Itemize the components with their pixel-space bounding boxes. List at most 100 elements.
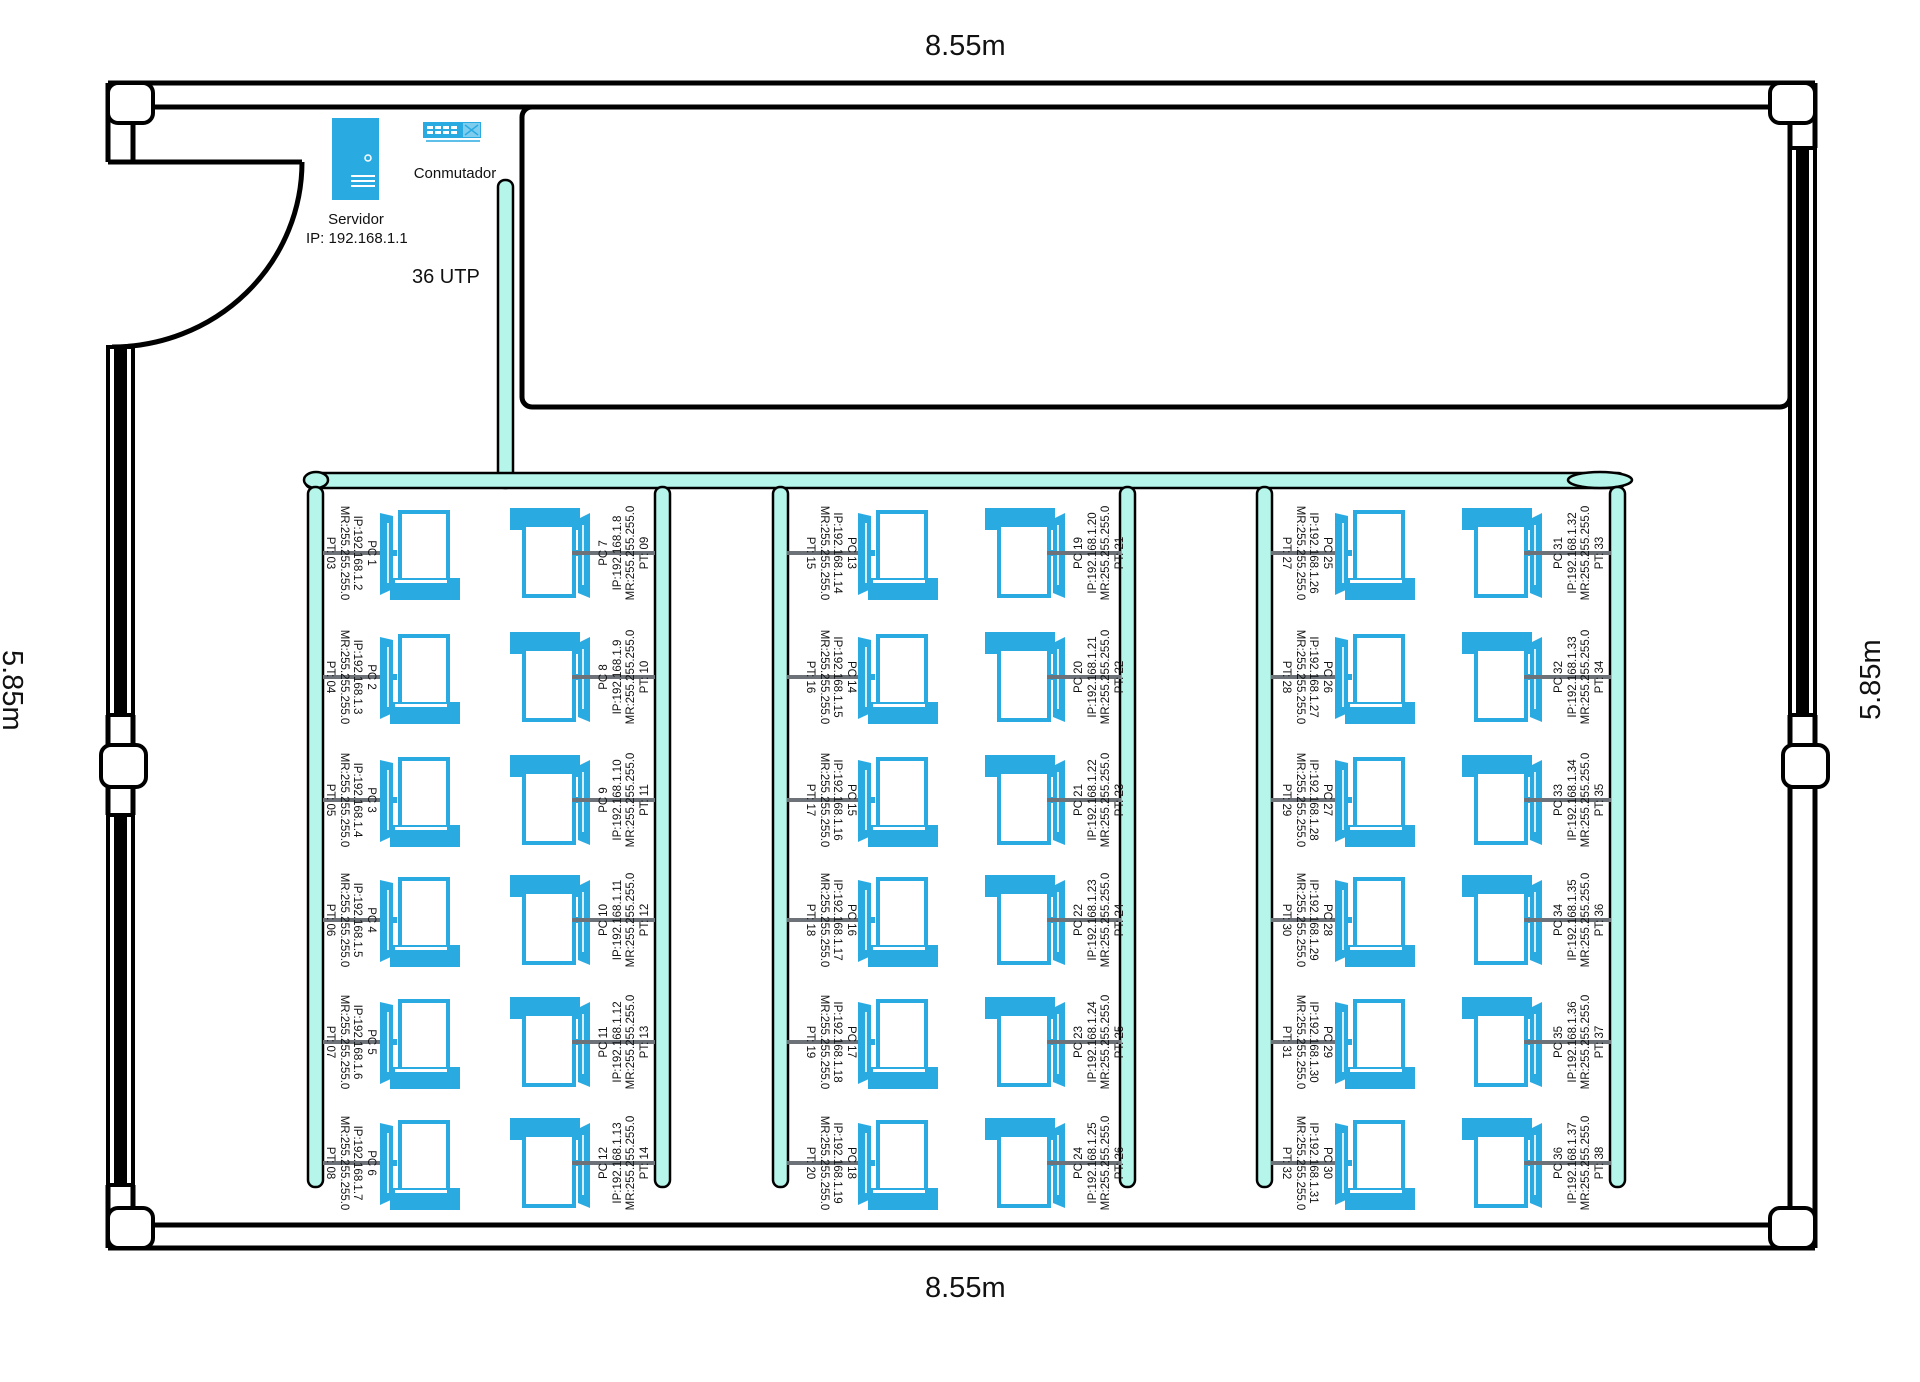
pc-ip: IP:192.168.1.2 — [351, 515, 364, 591]
computer-icon[interactable] — [985, 997, 1065, 1087]
computer-icon[interactable] — [1462, 997, 1542, 1087]
pc-name: PC 10 — [598, 904, 610, 936]
pc-name: PC 24 — [1073, 1147, 1085, 1179]
pc-name: PC 1 — [365, 540, 377, 566]
computer-icon[interactable] — [985, 632, 1065, 722]
workstations — [323, 508, 1611, 1210]
computer-icon[interactable] — [985, 875, 1065, 965]
pc-mask: MR:255.255.255.0 — [1580, 629, 1592, 725]
computer-icon[interactable] — [1335, 999, 1415, 1089]
computer-icon[interactable] — [985, 755, 1065, 845]
computer-icon[interactable] — [858, 999, 938, 1089]
computer-icon[interactable] — [985, 508, 1065, 598]
pc-name: PC 27 — [1321, 784, 1333, 816]
computer-icon[interactable] — [510, 875, 590, 965]
computer-icon[interactable] — [510, 755, 590, 845]
computer-icon[interactable] — [1462, 508, 1542, 598]
pc-ip: IP:192.168.1.23 — [1086, 879, 1099, 961]
pc-name: PC 14 — [845, 661, 857, 693]
computer-icon[interactable] — [1335, 757, 1415, 847]
column-top-right — [1768, 81, 1817, 125]
computer-icon[interactable] — [985, 1118, 1065, 1208]
pc-ip: IP:192.168.1.8 — [611, 515, 624, 591]
server-name: Servidor — [328, 211, 384, 228]
pc-port: PT: 07 — [324, 1025, 337, 1059]
computer-icon[interactable] — [510, 1118, 590, 1208]
computer-icon[interactable] — [1462, 755, 1542, 845]
computer-icon[interactable] — [858, 510, 938, 600]
door-swing — [111, 161, 305, 350]
pc-name: PC 13 — [845, 537, 857, 569]
computer-icon[interactable] — [510, 632, 590, 722]
pc-port: PT: 23 — [1113, 783, 1126, 817]
pc-port: PT: 10 — [638, 660, 651, 694]
pc-port: PT: 09 — [638, 536, 651, 570]
pc-name: PC 8 — [598, 664, 610, 690]
computer-icon[interactable] — [380, 634, 460, 724]
computer-icon[interactable] — [380, 510, 460, 600]
pc-mask: MR:255.255.255.0 — [818, 629, 830, 725]
computer-icon[interactable] — [380, 877, 460, 967]
computer-icon[interactable] — [510, 508, 590, 598]
window-right — [1788, 146, 1817, 717]
computer-icon[interactable] — [858, 877, 938, 967]
pc-ip: IP:192.168.1.19 — [831, 1122, 844, 1204]
pc-mask: MR:255.255.255.0 — [338, 752, 350, 848]
column-right-mid — [1781, 743, 1830, 789]
computer-icon[interactable] — [380, 757, 460, 847]
switch-label: Conmutador — [413, 165, 497, 182]
pc-ip: IP:192.168.1.21 — [1086, 636, 1099, 718]
pc-port: PT: 03 — [324, 536, 337, 570]
pc-mask: MR:255.255.255.0 — [1294, 629, 1306, 725]
pc-port: PT: 06 — [324, 903, 337, 937]
computer-icon[interactable] — [380, 999, 460, 1089]
pc-mask: MR:255.255.255.0 — [625, 505, 637, 601]
pc-mask: MR:255.255.255.0 — [625, 994, 637, 1090]
computer-icon[interactable] — [1335, 634, 1415, 724]
server-ip: IP: 192.168.1.1 — [306, 230, 408, 247]
pc-port: PT: 36 — [1593, 903, 1606, 937]
computer-icon[interactable] — [858, 1120, 938, 1210]
server-icon[interactable] — [332, 118, 379, 200]
switch-icon[interactable] — [423, 122, 481, 142]
computer-icon[interactable] — [1462, 632, 1542, 722]
pc-ip: IP:192.168.1.5 — [351, 882, 364, 958]
pc-mask: MR:255.255.255.0 — [1100, 994, 1112, 1090]
pc-ip: IP:192.168.1.3 — [351, 639, 364, 715]
pc-port: PT: 19 — [804, 1025, 817, 1059]
pc-ip: IP:192.168.1.35 — [1566, 879, 1579, 961]
pc-port: PT: 15 — [804, 536, 817, 570]
pc-name: PC 7 — [598, 540, 610, 566]
pc-mask: MR:255.255.255.0 — [625, 752, 637, 848]
duct-drop — [1608, 485, 1627, 1189]
pc-name: PC 25 — [1321, 537, 1333, 569]
pc-port: PT: 30 — [1280, 903, 1293, 937]
computer-icon[interactable] — [1335, 877, 1415, 967]
computer-icon[interactable] — [380, 1120, 460, 1210]
pc-ip: IP:192.168.1.4 — [351, 762, 364, 838]
computer-icon[interactable] — [858, 634, 938, 724]
pc-ip: IP:192.168.1.7 — [351, 1125, 364, 1201]
computer-icon[interactable] — [1335, 510, 1415, 600]
pc-port: PT: 12 — [638, 903, 651, 937]
computer-icon[interactable] — [858, 757, 938, 847]
pc-mask: MR:255.255.255.0 — [338, 1115, 350, 1211]
computer-icon[interactable] — [1462, 1118, 1542, 1208]
computer-icon[interactable] — [1335, 1120, 1415, 1210]
pc-name: PC 29 — [1321, 1026, 1333, 1058]
pc-name: PC 5 — [365, 1029, 377, 1055]
pc-ip: IP:192.168.1.15 — [831, 636, 844, 718]
pc-ip: IP:192.168.1.32 — [1566, 512, 1579, 594]
window-left-upper — [106, 345, 135, 717]
